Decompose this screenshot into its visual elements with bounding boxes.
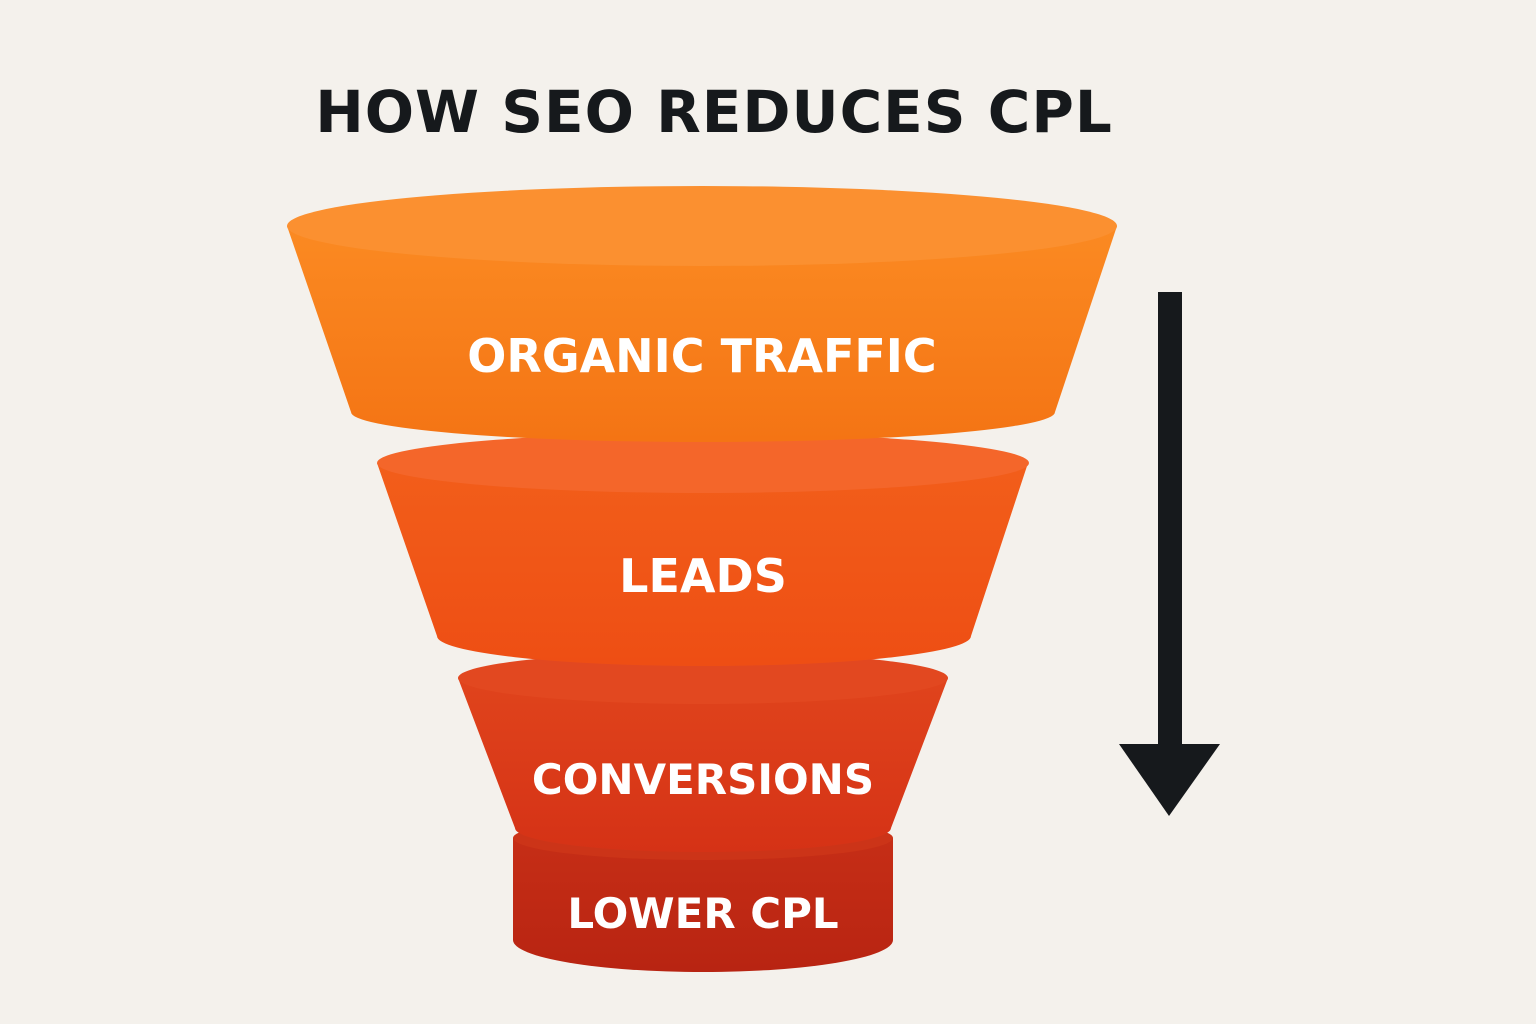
- funnel-stage-conversions: CONVERSIONS: [458, 652, 948, 852]
- stage-label-lower-cpl: LOWER CPL: [567, 889, 838, 938]
- stage-label-conversions: CONVERSIONS: [532, 755, 874, 804]
- stage-label-organic-traffic: ORGANIC TRAFFIC: [467, 329, 936, 383]
- funnel-stage-organic-traffic: ORGANIC TRAFFIC: [287, 186, 1117, 442]
- diagram-title: HOW SEO REDUCES CPL: [315, 78, 1113, 146]
- down-arrow-icon: [1119, 292, 1220, 816]
- funnel-stage-leads: LEADS: [377, 433, 1029, 666]
- stage-label-leads: LEADS: [619, 549, 787, 603]
